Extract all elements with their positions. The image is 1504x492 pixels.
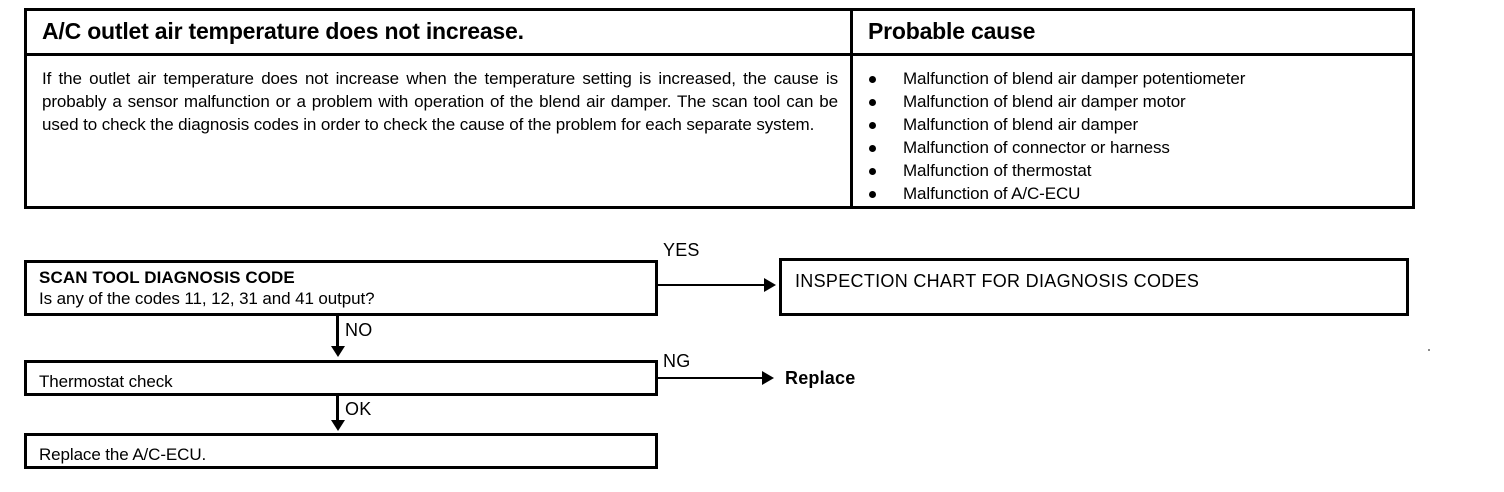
ok-branch-arrowhead (331, 420, 345, 431)
scan-step-title: SCAN TOOL DIAGNOSIS CODE (39, 268, 295, 287)
cause-label: Malfunction of connector or harness (903, 138, 1170, 157)
cause-header-cell: Probable cause (853, 11, 1412, 53)
no-branch-arrowhead (331, 346, 345, 357)
table-header-row: A/C outlet air temperature does not incr… (27, 11, 1412, 56)
inspection-chart-label: INSPECTION CHART FOR DIAGNOSIS CODES (795, 271, 1200, 291)
description-text: If the outlet air temperature does not i… (42, 69, 838, 134)
bullet-icon (869, 168, 876, 175)
bullet-icon (869, 122, 876, 129)
probable-cause-list: Malfunction of blend air damper potentio… (853, 56, 1412, 205)
bullet-icon (869, 99, 876, 106)
bullet-icon (869, 191, 876, 198)
ng-branch-line (658, 377, 768, 379)
flow-step-inspection-chart[interactable]: INSPECTION CHART FOR DIAGNOSIS CODES (779, 258, 1409, 316)
bullet-icon (869, 145, 876, 152)
list-item: Malfunction of A/C-ECU (867, 182, 1412, 205)
branch-label-ng: NG (663, 351, 691, 371)
thermostat-step-label: Thermostat check (39, 372, 173, 391)
scan-artifact-speck (1428, 349, 1430, 351)
yes-branch-line (658, 284, 766, 286)
list-item: Malfunction of thermostat (867, 159, 1412, 182)
replace-terminal-label: Replace (785, 368, 856, 388)
cause-label: Malfunction of blend air damper potentio… (903, 69, 1246, 88)
symptom-header-cell: A/C outlet air temperature does not incr… (27, 11, 853, 53)
cause-label: Malfunction of blend air damper (903, 115, 1139, 134)
yes-branch-arrowhead (764, 278, 776, 292)
list-item: Malfunction of connector or harness (867, 136, 1412, 159)
cause-label: Malfunction of thermostat (903, 161, 1092, 180)
flow-step-thermostat-check[interactable]: Thermostat check (24, 360, 658, 396)
cause-label: Malfunction of A/C-ECU (903, 184, 1081, 203)
symptom-header-label: A/C outlet air temperature does not incr… (42, 18, 524, 44)
cause-list-cell: Malfunction of blend air damper potentio… (853, 56, 1412, 206)
branch-label-no: NO (345, 320, 373, 340)
cause-label: Malfunction of blend air damper motor (903, 92, 1186, 111)
flow-step-scan-tool[interactable]: SCAN TOOL DIAGNOSIS CODE Is any of the c… (24, 260, 658, 316)
list-item: Malfunction of blend air damper (867, 113, 1412, 136)
ng-branch-arrowhead (762, 371, 774, 385)
replace-ecu-step-label: Replace the A/C-ECU. (39, 445, 207, 464)
bullet-icon (869, 76, 876, 83)
scan-step-question: Is any of the codes 11, 12, 31 and 41 ou… (39, 289, 375, 308)
branch-label-yes: YES (663, 240, 700, 260)
no-branch-line (336, 316, 339, 346)
table-body-row: If the outlet air temperature does not i… (27, 56, 1412, 206)
list-item: Malfunction of blend air damper potentio… (867, 67, 1412, 90)
branch-label-ok: OK (345, 399, 372, 419)
description-cell: If the outlet air temperature does not i… (27, 56, 853, 206)
cause-header-label: Probable cause (868, 18, 1036, 44)
flow-step-replace-ecu[interactable]: Replace the A/C-ECU. (24, 433, 658, 469)
trouble-symptom-table: A/C outlet air temperature does not incr… (24, 8, 1415, 209)
list-item: Malfunction of blend air damper motor (867, 90, 1412, 113)
ok-branch-line (336, 396, 339, 420)
